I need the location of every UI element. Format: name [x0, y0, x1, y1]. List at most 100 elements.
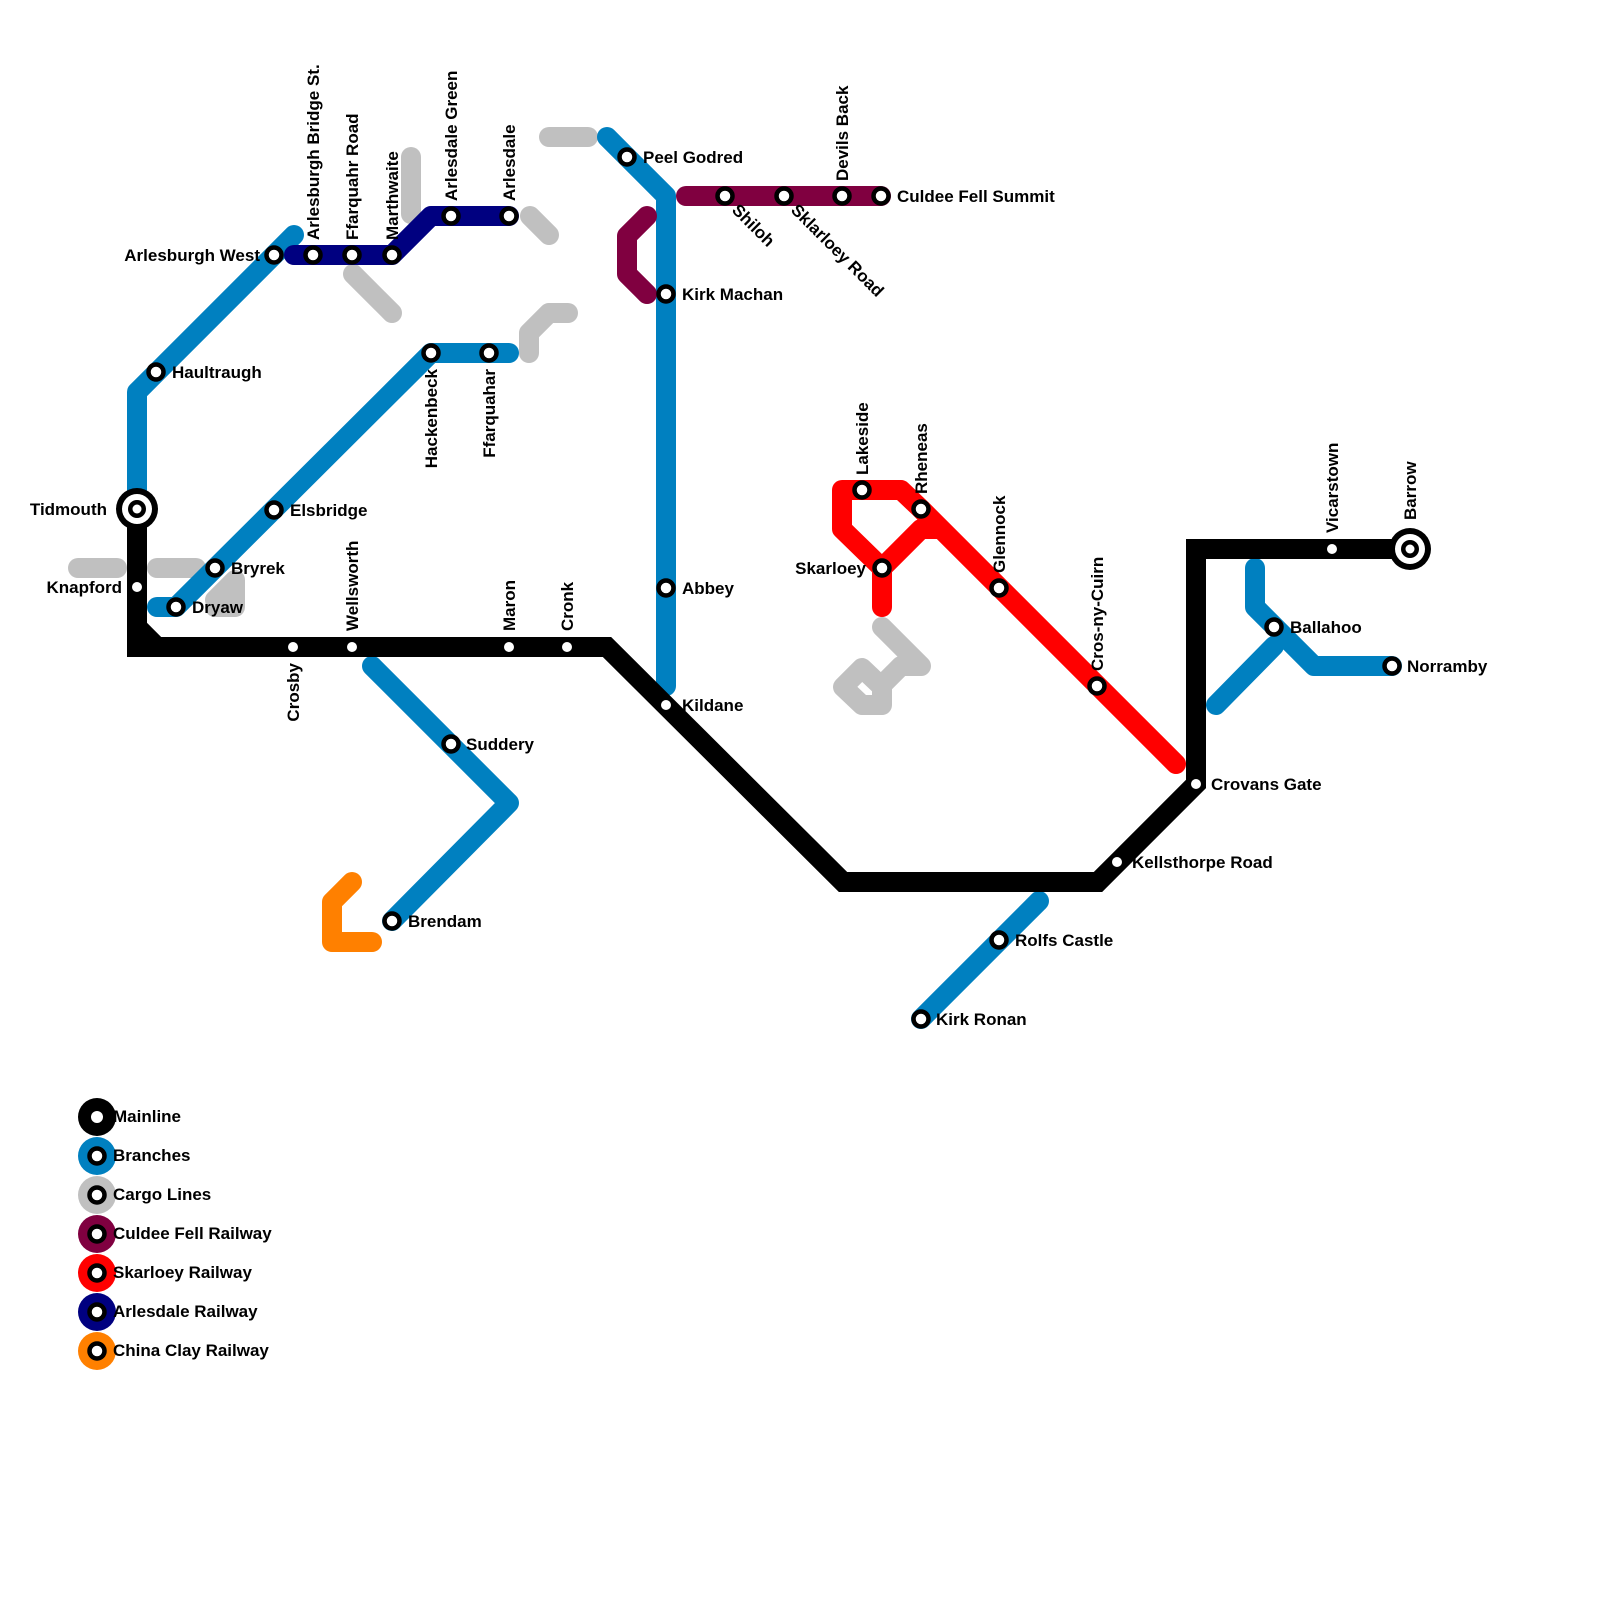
station-marker — [872, 558, 892, 578]
station-label: Crosby — [284, 662, 303, 721]
station-kildane: Kildane — [658, 696, 743, 715]
station-label: Knapford — [46, 578, 122, 597]
station-marker — [205, 558, 225, 578]
station-label: Vicarstown — [1323, 443, 1342, 533]
legend-station-marker — [91, 1111, 103, 1123]
cargo-lines — [68, 127, 931, 715]
station-label: Bryrek — [231, 559, 285, 578]
station-label: Rheneas — [912, 423, 931, 494]
legend-item-culdee: Culdee Fell Railway — [78, 1215, 272, 1253]
station-haultraugh: Haultraugh — [146, 362, 262, 382]
station-cronk: Cronk — [558, 581, 577, 655]
station-marker — [656, 284, 676, 304]
china-clay-railway-line — [322, 872, 382, 952]
station-ffarquahar: Ffarquahar — [479, 343, 499, 458]
station-label: Arlesdale Green — [442, 71, 461, 201]
station-abbey: Abbey — [656, 578, 735, 598]
legend-station-marker — [87, 1341, 107, 1361]
station-brendam: Brendam — [382, 911, 482, 931]
mainline-corner — [129, 619, 165, 655]
legend-label: Mainline — [113, 1107, 181, 1126]
station-skarloey: Skarloey — [795, 558, 892, 578]
station-arlesburgh-west: Arlesburgh West — [124, 245, 284, 265]
station-label: Barrow — [1401, 461, 1420, 520]
branch-rolfs-castle — [911, 891, 1049, 1029]
station-label: Skarloey — [795, 559, 866, 578]
station-label: Maron — [500, 580, 519, 631]
station-marker — [1324, 541, 1340, 557]
legend-item-china-clay: China Clay Railway — [78, 1332, 269, 1370]
station-marthwaite: Marthwaite — [382, 151, 402, 265]
station-marker — [774, 186, 794, 206]
station-elsbridge: Elsbridge — [264, 500, 367, 520]
station-label: Dryaw — [192, 598, 244, 617]
station-label: Marthwaite — [383, 151, 402, 240]
station-marker — [656, 578, 676, 598]
station-kellsthorpe-road: Kellsthorpe Road — [1109, 853, 1273, 872]
station-label: Brendam — [408, 912, 482, 931]
station-label: Arlesdale — [500, 124, 519, 201]
station-marker — [146, 362, 166, 382]
cargo-segment — [205, 570, 245, 617]
cargo-segment — [833, 617, 931, 715]
station-bryrek: Bryrek — [205, 558, 285, 578]
legend-item-branches: Branches — [78, 1137, 190, 1175]
station-label: Devils Back — [833, 85, 852, 181]
station-marker — [303, 245, 323, 265]
station-label: Wellsworth — [343, 541, 362, 631]
station-knapford: Knapford — [46, 578, 145, 597]
station-marker — [989, 930, 1009, 950]
station-label: Shiloh — [728, 200, 778, 250]
station-crosby: Crosby — [284, 639, 303, 722]
station-vicarstown: Vicarstown — [1323, 443, 1342, 557]
station-label: Hackenbeck — [422, 368, 441, 468]
legend-item-mainline: Mainline — [78, 1098, 181, 1136]
station-barrow: Barrow — [1389, 461, 1431, 570]
station-label: Ffarquahr Road — [343, 113, 362, 240]
legend-label: China Clay Railway — [113, 1341, 269, 1360]
station-label: Arlesburgh Bridge St. — [304, 64, 323, 240]
station-label: Culdee Fell Summit — [897, 187, 1055, 206]
station-label: Elsbridge — [290, 501, 367, 520]
station-label: Sklarloey Road — [787, 200, 887, 300]
legend-item-cargo: Cargo Lines — [78, 1176, 211, 1214]
station-label: Rolfs Castle — [1015, 931, 1113, 950]
station-marker — [715, 186, 735, 206]
station-marker — [479, 343, 499, 363]
station-marker — [441, 734, 461, 754]
station-glennock: Glennock — [989, 495, 1009, 598]
station-label: Norramby — [1407, 657, 1488, 676]
station-marker — [342, 245, 362, 265]
station-crovans-gate: Crovans Gate — [1188, 775, 1322, 794]
branch-tidmouth-arlesburgh — [127, 225, 304, 500]
station-marker — [871, 186, 891, 206]
station-marker — [559, 639, 575, 655]
cargo-segment — [520, 206, 559, 245]
legend-label: Skarloey Railway — [113, 1263, 252, 1282]
station-ffarquahr-road: Ffarquahr Road — [342, 113, 362, 265]
legend-label: Culdee Fell Railway — [113, 1224, 272, 1243]
station-marker — [1087, 676, 1107, 696]
legend-station-marker — [87, 1146, 107, 1166]
culdee-fell-railway-spur — [617, 206, 657, 304]
cargo-segment — [519, 303, 578, 363]
station-label: Ffarquahar — [480, 369, 499, 458]
station-marker — [441, 206, 461, 226]
branch-ballahoo-spur — [1206, 636, 1284, 715]
station-label: Abbey — [682, 579, 735, 598]
station-arlesdale-green: Arlesdale Green — [441, 71, 461, 226]
station-rolfs-castle: Rolfs Castle — [989, 930, 1113, 950]
station-label: Suddery — [466, 735, 535, 754]
station-marker — [344, 639, 360, 655]
branch-wellsworth-brendam — [362, 656, 519, 931]
station-label: Tidmouth — [30, 500, 107, 519]
station-marker — [499, 206, 519, 226]
station-label: Ballahoo — [1290, 618, 1362, 637]
station-marker — [617, 147, 637, 167]
station-marker — [264, 245, 284, 265]
station-kirk-ronan: Kirk Ronan — [911, 1009, 1027, 1029]
interchange-marker-dot — [132, 504, 142, 514]
station-marker — [989, 578, 1009, 598]
station-marker — [911, 499, 931, 519]
